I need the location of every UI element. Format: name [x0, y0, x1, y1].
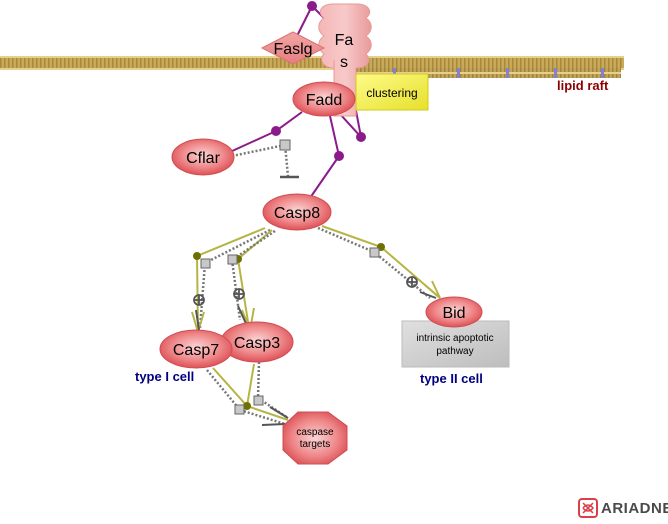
lipid-raft-layer: [345, 68, 621, 78]
fas-label-line2: s: [340, 54, 348, 71]
node-clustering[interactable]: clustering: [355, 73, 429, 111]
activation-edges: [195, 225, 441, 331]
edge-casp8-casp3-dotted[interactable]: [230, 229, 276, 321]
cleavage-symbols: [193, 276, 418, 306]
complex-node-fadd-cflar[interactable]: [271, 126, 281, 136]
caspase-targets-line2: targets: [300, 439, 331, 450]
modifier-square[interactable]: [200, 258, 211, 269]
ariadne-logo: ARIADNE: [578, 498, 668, 518]
intrinsic-label-line2: pathway: [436, 346, 473, 357]
intrinsic-label-line1: intrinsic apoptotic: [416, 333, 493, 344]
cell-membrane: lipid raft: [0, 56, 624, 93]
cleavage-icon: [233, 288, 245, 300]
ariadne-logo-icon: [578, 498, 598, 518]
edge-fadd-casp8-b[interactable]: [309, 155, 340, 199]
faslg-label: Faslg: [273, 41, 312, 58]
node-bid[interactable]: Bid: [425, 296, 483, 328]
node-caspase-targets[interactable]: caspase targets: [282, 411, 348, 465]
edge-fadd-fas-a[interactable]: [339, 113, 362, 138]
process-node[interactable]: [193, 252, 201, 260]
complex-node-fadd-casp8[interactable]: [334, 151, 344, 161]
edge-fadd-cflar-a[interactable]: [275, 111, 303, 132]
edge-fadd-casp8-a[interactable]: [329, 115, 340, 157]
modifier-square[interactable]: [227, 254, 238, 265]
node-casp3[interactable]: Casp3: [220, 321, 294, 363]
casp7-label: Casp7: [173, 342, 219, 359]
modifier-square[interactable]: [369, 247, 380, 258]
cleavage-icon: [193, 294, 205, 306]
edge-fadd-cflar-b[interactable]: [229, 130, 277, 153]
edge-casp7-targets-dotted[interactable]: [206, 369, 286, 426]
node-casp7[interactable]: Casp7: [159, 329, 233, 369]
type-i-cell-label: type I cell: [135, 369, 194, 384]
modifier-square[interactable]: [253, 395, 264, 406]
edge-casp8-casp7-dotted[interactable]: [198, 228, 271, 329]
node-casp8[interactable]: Casp8: [262, 193, 332, 231]
complex-node-fadd-fas[interactable]: [356, 132, 366, 142]
modifier-square[interactable]: [234, 404, 245, 415]
fas-label-line1: Fa: [335, 32, 354, 49]
cflar-label: Cflar: [186, 150, 220, 167]
edge-fasl-complex[interactable]: [295, 5, 313, 39]
membrane-outer-layer: [0, 56, 624, 70]
lipid-raft-label: lipid raft: [557, 78, 609, 93]
ariadne-logo-text: ARIADNE: [601, 499, 668, 517]
node-fadd[interactable]: Fadd: [292, 81, 356, 117]
node-intrinsic-pathway[interactable]: intrinsic apoptotic pathway: [401, 320, 510, 368]
target-edges: [206, 361, 289, 426]
binding-nodes: [271, 1, 366, 161]
casp3-label: Casp3: [234, 335, 280, 352]
bid-label: Bid: [442, 305, 465, 322]
type-ii-cell-label: type II cell: [420, 371, 483, 386]
node-faslg[interactable]: Faslg: [260, 31, 326, 65]
modifier-square[interactable]: [279, 139, 291, 151]
node-cflar[interactable]: Cflar: [171, 138, 235, 176]
fadd-label: Fadd: [306, 92, 342, 109]
complex-node-fasl-fas[interactable]: [307, 1, 317, 11]
cleavage-icon: [406, 276, 418, 288]
clustering-label: clustering: [366, 86, 417, 100]
inhibition-edge-cflar: [231, 139, 299, 179]
caspase-targets-line1: caspase: [296, 427, 334, 438]
edge-casp8-bid[interactable]: [321, 225, 441, 299]
activation-modifiers: [193, 243, 385, 269]
edge-casp8-casp7[interactable]: [195, 227, 266, 331]
casp8-label: Casp8: [274, 205, 320, 222]
edge-casp3-targets[interactable]: [246, 363, 255, 407]
process-node[interactable]: [243, 402, 251, 410]
